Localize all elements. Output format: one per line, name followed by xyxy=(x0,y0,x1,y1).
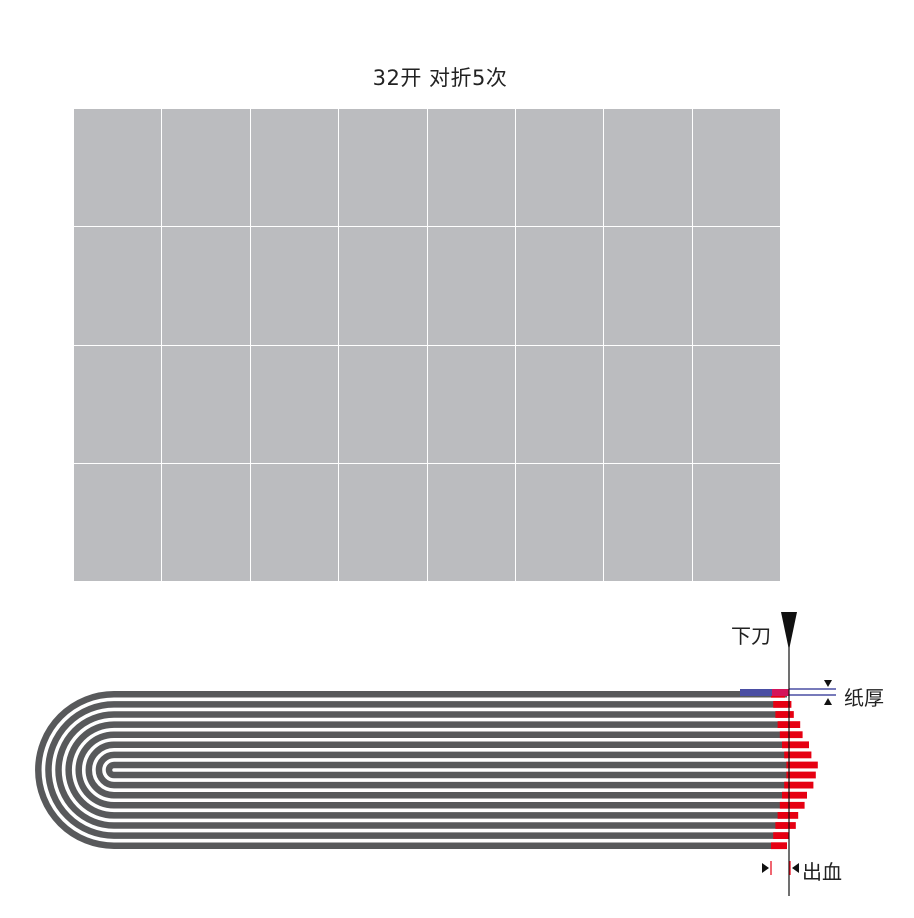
thickness-band-bleed xyxy=(772,689,789,696)
bleed-marks xyxy=(771,690,818,850)
bleed-mark xyxy=(784,751,812,759)
page-cell xyxy=(74,345,162,463)
paper-layer xyxy=(45,701,787,839)
page-cell xyxy=(162,109,250,227)
sheet-grid xyxy=(74,109,780,581)
page-cell xyxy=(604,345,692,463)
page-cell xyxy=(692,109,780,227)
bleed-mark xyxy=(773,701,792,708)
page-cell xyxy=(250,227,339,345)
page-cell xyxy=(162,463,250,581)
page-cell xyxy=(162,345,250,463)
page-cell xyxy=(515,345,604,463)
paper-layer xyxy=(55,711,787,829)
page-cell xyxy=(162,227,250,345)
page-cell xyxy=(604,109,692,227)
bleed-mark xyxy=(773,832,790,839)
paper-layer xyxy=(85,741,787,799)
bleed-label: 出血 xyxy=(802,860,842,884)
paper-thickness-marker xyxy=(740,680,836,705)
page-cell xyxy=(427,109,515,227)
page-cell xyxy=(515,227,604,345)
bleed-mark xyxy=(782,791,807,799)
page-cell xyxy=(250,345,339,463)
page-cell xyxy=(74,227,162,345)
bleed-mark xyxy=(786,771,816,779)
bleed-mark xyxy=(784,781,814,789)
bleed-arrow-left-icon xyxy=(792,863,799,873)
page-cell xyxy=(339,227,427,345)
page-cell xyxy=(339,345,427,463)
page-cell xyxy=(692,463,780,581)
bleed-arrow-right-icon xyxy=(762,863,769,873)
paper-layer xyxy=(75,731,787,809)
bleed-mark xyxy=(786,761,818,769)
bleed-mark xyxy=(775,711,794,718)
page-cell xyxy=(339,463,427,581)
page-cell xyxy=(250,109,339,227)
page-cell xyxy=(692,345,780,463)
page-cell xyxy=(74,463,162,581)
page-cell xyxy=(604,227,692,345)
thickness-arrow-up-icon xyxy=(824,698,832,705)
paper-layer xyxy=(65,721,787,819)
bleed-mark xyxy=(775,822,796,829)
thickness-arrow-down-icon xyxy=(824,680,832,687)
bleed-mark xyxy=(779,801,805,809)
paper-layer xyxy=(35,691,787,849)
paper-layer xyxy=(105,761,787,779)
page-title: 32开 对折5次 xyxy=(372,66,508,90)
page-cell xyxy=(74,109,162,227)
page-cell xyxy=(339,109,427,227)
bleed-mark xyxy=(777,812,799,819)
page-cell xyxy=(427,345,515,463)
page-cell xyxy=(515,109,604,227)
bleed-indicator xyxy=(762,861,799,875)
page-cell xyxy=(515,463,604,581)
page-cell xyxy=(427,463,515,581)
page-cell xyxy=(692,227,780,345)
knife-label: 下刀 xyxy=(731,624,771,648)
paper-layer xyxy=(95,751,787,789)
paper-thickness-label: 纸厚 xyxy=(844,686,884,710)
fold-diagram xyxy=(35,612,836,896)
thickness-band xyxy=(740,689,789,696)
page-cell xyxy=(250,463,339,581)
bleed-mark xyxy=(779,731,803,739)
folded-paper-layers xyxy=(35,691,787,849)
page-cell xyxy=(427,227,515,345)
page-cell xyxy=(604,463,692,581)
bleed-mark xyxy=(782,741,809,749)
knife xyxy=(781,612,797,896)
bleed-mark xyxy=(771,842,787,850)
